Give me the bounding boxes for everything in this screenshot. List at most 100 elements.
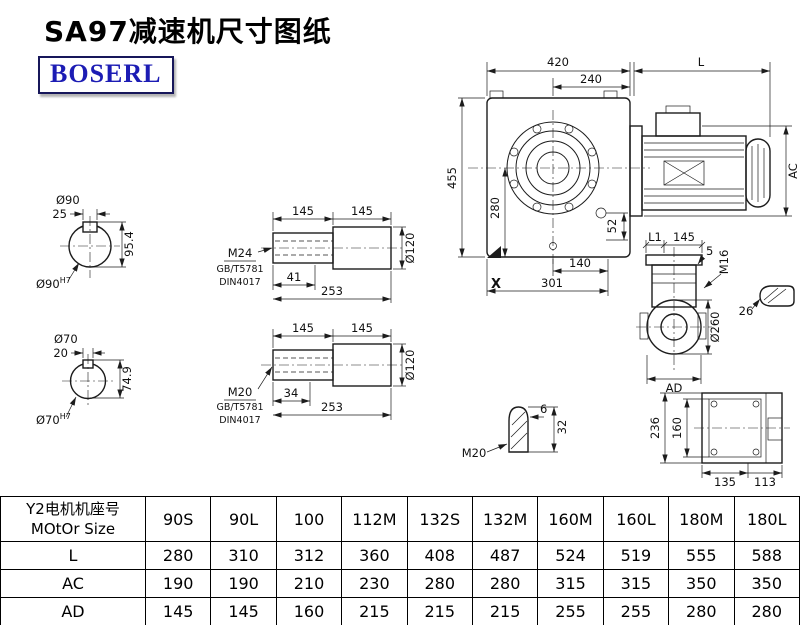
dim-26-label: 26 (739, 304, 754, 318)
plug-shape (508, 406, 529, 453)
dim-41-label: 41 (287, 270, 302, 284)
dim-140: 140 (552, 256, 609, 296)
dim-253-2-label: 253 (321, 400, 343, 414)
dim-145b-1-label: 145 (351, 204, 373, 218)
dim-M20-plug: M20 (462, 443, 508, 460)
output-flange-view: L1 145 5 M16 Ø260 26 AD (636, 230, 795, 395)
thread-2-label: M20 (228, 385, 253, 399)
table-row-L: L 280 310 312 360 408 487 524 519 555 58… (0, 541, 800, 570)
cell-L-90S: 280 (144, 541, 212, 570)
std2-2-label: DIN4017 (219, 415, 260, 426)
shaft-section-70: 20 Ø70 74.9 Ø70H7 (36, 332, 134, 427)
flange-disc (646, 299, 702, 355)
motor-frame-label-cn: Y2电机机座号 (26, 500, 120, 518)
dim-145b-2-label: 145 (351, 321, 373, 335)
dim-95-4: 95.4 (92, 221, 136, 268)
cell-AD-180L: 280 (733, 597, 800, 625)
cell-AC-90L: 190 (210, 569, 277, 598)
table-corner-cell: Y2电机机座号 MOtOr Size (0, 496, 146, 542)
main-assembly-view: 420 L 240 455 280 52 140 (445, 55, 800, 296)
dim-32-label: 32 (555, 420, 569, 435)
dim-160-label: 160 (670, 417, 684, 439)
table-row-AC: AC 190 190 210 230 280 280 315 315 350 3… (0, 569, 800, 598)
dim-236: 236 (648, 392, 702, 464)
cell-AC-90S: 190 (144, 569, 212, 598)
dim-32: 32 (528, 406, 569, 453)
cell-AD-112M: 215 (341, 597, 408, 625)
dim-L: L (633, 55, 771, 137)
dim-95-4-label: 95.4 (122, 231, 136, 257)
dim-455: 455 (445, 97, 485, 258)
dim-253-2: 253 (273, 388, 392, 420)
boserl-logo: BOSERL (38, 56, 174, 94)
cell-AD-132M: 215 (471, 597, 539, 625)
dim-AC-label: AC (786, 163, 800, 179)
dim-5-label: 5 (706, 244, 713, 258)
dim-301-label: 301 (541, 276, 563, 290)
cell-L-160M: 524 (537, 541, 604, 570)
dim-52: 52 (605, 212, 628, 241)
cell-AC-160L: 315 (602, 569, 670, 598)
col-header-100: 100 (275, 496, 343, 542)
dim-D90-label: Ø90 (56, 193, 80, 207)
cell-AD-90S: 145 (144, 597, 212, 625)
cell-L-112M: 360 (341, 541, 408, 570)
dim-D120-1: Ø120 (393, 226, 417, 270)
dim-L1-145: L1 145 (642, 230, 706, 253)
dim-74-9: 74.9 (90, 359, 134, 399)
row-label-AC: AC (0, 569, 146, 598)
logo-text: BOSERL (50, 59, 162, 88)
col-header-180L: 180L (733, 496, 800, 542)
dim-240: 240 (552, 72, 630, 96)
dim-160: 160 (670, 398, 709, 458)
std1-1-label: GB/T5781 (216, 264, 263, 275)
dim-135-label: 135 (714, 475, 736, 489)
dim-145-label: 145 (673, 230, 695, 244)
cell-AD-90L: 145 (210, 597, 277, 625)
cell-AD-160M: 255 (537, 597, 604, 625)
hollow-shaft-view-2: 145 145 Ø120 M20 GB/T5781 DIN4017 34 253 (216, 321, 417, 426)
cell-AC-112M: 230 (341, 569, 408, 598)
shaft-section-90: 25 Ø90 95.4 Ø90H7 (36, 193, 136, 291)
dim-D70-label: Ø70 (54, 332, 78, 346)
std2-1-label: DIN4017 (219, 277, 260, 288)
motor-shaft-end: 26 (739, 285, 795, 318)
row-label-L: L (0, 541, 146, 570)
dim-420-label: 420 (547, 55, 569, 69)
dim-L1-label: L1 (648, 230, 662, 244)
cell-AC-160M: 315 (537, 569, 604, 598)
dim-236-label: 236 (648, 417, 662, 439)
thread-callout-2: M20 GB/T5781 DIN4017 (216, 366, 273, 426)
cell-AD-160L: 255 (602, 597, 670, 625)
cell-L-160L: 519 (602, 541, 670, 570)
dim-6-label: 6 (540, 402, 547, 416)
dim-253-1: 253 (273, 271, 392, 303)
thread-1-label: M24 (228, 246, 253, 260)
dim-20-label: 20 (53, 346, 68, 360)
dim-135-113: 135 113 (701, 463, 783, 489)
dim-D90H7-label: Ø90H7 (36, 276, 71, 291)
view-x-arrow (487, 246, 501, 258)
dim-M16: M16 (703, 250, 731, 289)
cell-AC-132S: 280 (406, 569, 473, 598)
dim-34: 34 (272, 382, 311, 406)
col-header-160M: 160M (537, 496, 604, 542)
dim-455-label: 455 (445, 167, 459, 189)
motor-frame-label-en: MOtOr Size (30, 520, 116, 538)
row-label-AD: AD (0, 597, 146, 625)
cell-AC-180L: 350 (733, 569, 800, 598)
dim-20: 20 (53, 346, 105, 360)
col-header-90S: 90S (144, 496, 212, 542)
view-x-label: X (491, 277, 501, 292)
dim-D120-2-label: Ø120 (403, 349, 417, 380)
motor-size-table: Y2电机机座号 MOtOr Size 90S 90L 100 112M 132S… (0, 496, 800, 625)
cell-AD-100: 160 (275, 597, 343, 625)
dim-AD-label: AD (666, 381, 683, 395)
dim-D90H7: Ø90H7 (36, 262, 80, 291)
dim-L-label: L (698, 55, 705, 69)
std1-2-label: GB/T5781 (216, 402, 263, 413)
dim-M20-plug-label: M20 (462, 446, 487, 460)
thread-callout-1: M24 GB/T5781 DIN4017 (216, 246, 273, 288)
dim-52-label: 52 (605, 219, 619, 234)
motor-body (641, 135, 747, 211)
